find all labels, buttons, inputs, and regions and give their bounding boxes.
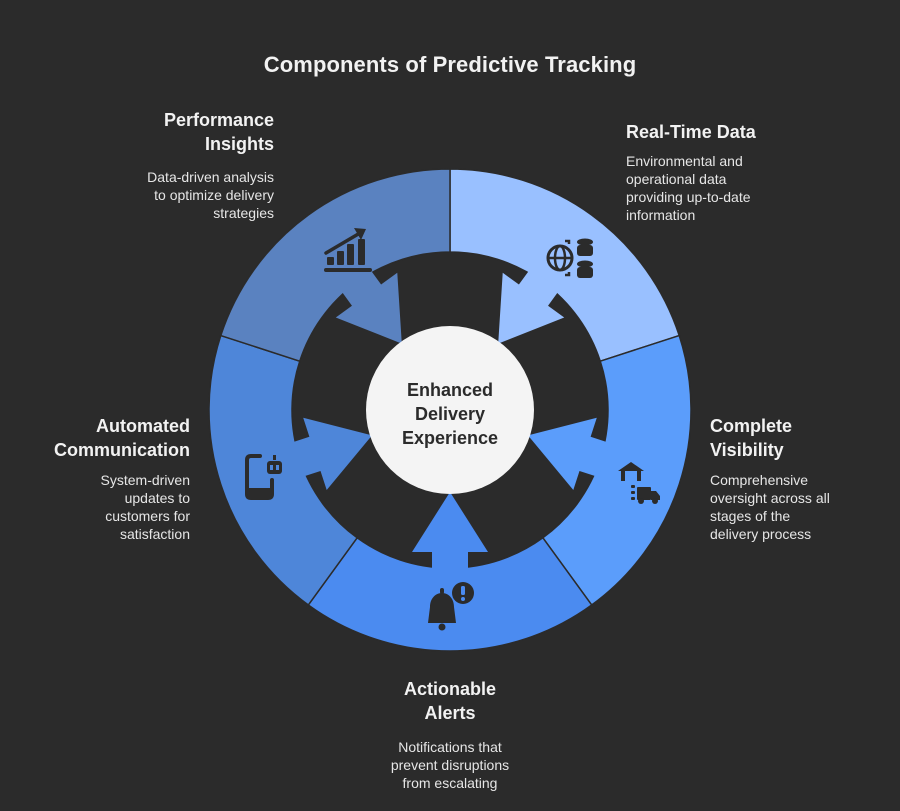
segment-automated-communication [208,334,359,607]
warehouse-truck-icon [618,462,660,504]
component-description: Notifications that prevent disruptions f… [390,739,510,791]
component-description: Comprehensive oversight across all stage… [710,472,830,542]
component-actionable-alerts: Actionable Alerts Notifications that pre… [340,677,560,792]
diagram-title: Components of Predictive Tracking [263,52,637,77]
component-title: Real-Time Data [626,122,756,142]
arrow-performance-insights [335,268,402,344]
arrow-complete-visibility [527,417,610,491]
bell-alert-icon [428,582,474,631]
component-automated-communication: Automated Communication System-driven up… [0,414,190,543]
component-description: System-driven updates to customers for s… [100,472,190,542]
segment-complete-visibility [541,334,692,607]
growth-chart-icon [324,228,372,272]
component-title: Complete Visibility [710,416,793,460]
component-title: Automated Communication [53,416,190,460]
arrow-automated-communication [290,417,373,491]
center-circle [366,326,534,494]
arrow-actionable-alerts [412,492,488,572]
component-description: Data-driven analysis to optimize deliver… [147,169,274,221]
inward-arrows [290,268,610,572]
center-label-line: Enhanced [406,380,494,400]
center-label-line: Experience [401,428,499,448]
component-title: Performance Insights [163,110,274,154]
segment-performance-insights [219,168,451,363]
component-real-time-data: Real-Time Data Environmental and operati… [626,120,846,224]
segment-actionable-alerts [307,536,593,652]
component-performance-insights: Performance Insights Data-driven analysi… [54,108,274,222]
globe-database-icon [546,238,593,278]
component-title: Actionable Alerts [403,679,496,723]
arrow-real-time-data [498,268,565,344]
component-description: Environmental and operational data provi… [626,153,751,223]
center-label: Enhanced Delivery Experience [370,378,530,450]
phone-bot-icon [245,454,282,500]
center-label-line: Delivery [414,404,486,424]
component-complete-visibility: Complete Visibility Comprehensive oversi… [710,414,890,543]
